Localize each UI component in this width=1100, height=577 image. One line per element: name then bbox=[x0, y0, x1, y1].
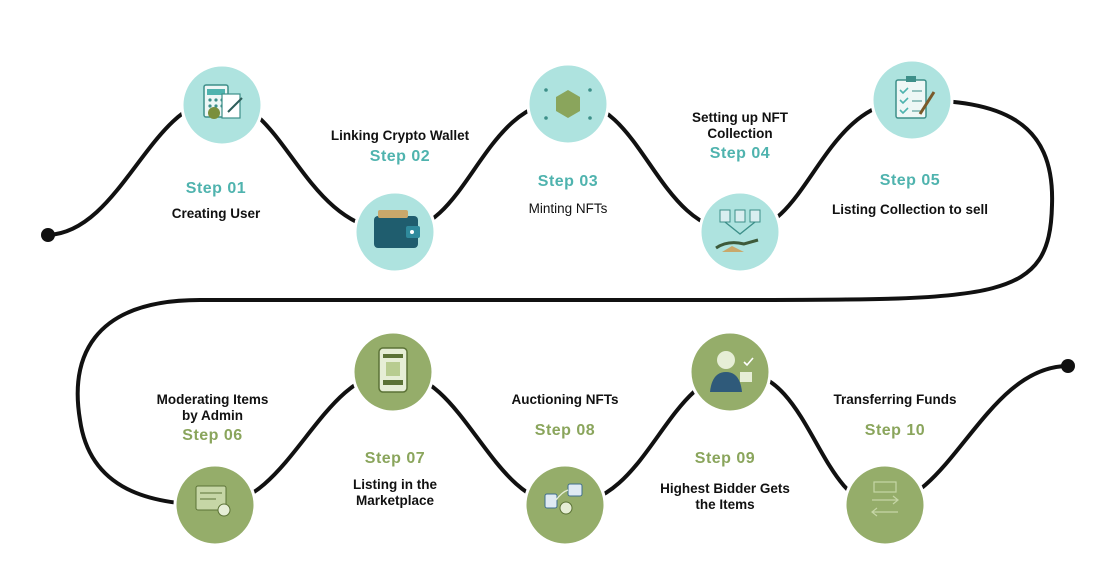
step-04-title-line1: Setting up NFT bbox=[692, 110, 788, 125]
step-04-node bbox=[698, 190, 782, 274]
step-03-label: Step 03 Minting NFTs bbox=[498, 173, 638, 217]
step-05-label: Step 05 Listing Collection to sell bbox=[800, 172, 1020, 218]
step-08-title: Auctioning NFTs bbox=[511, 392, 619, 407]
step-03-node bbox=[526, 62, 610, 146]
step-09-title-line2: the Items bbox=[695, 496, 755, 512]
step-06-number: Step 06 bbox=[182, 427, 243, 445]
step-06-title-line1: Moderating Items bbox=[156, 392, 269, 407]
step-10-label: Transferring Funds Step 10 bbox=[810, 392, 980, 440]
step-06-node bbox=[173, 463, 257, 547]
funds-transfer-icon bbox=[871, 481, 899, 517]
step-02-title: Linking Crypto Wallet bbox=[330, 128, 470, 143]
admin-moderation-icon bbox=[195, 485, 231, 517]
step-07-title-line2: Marketplace bbox=[355, 492, 435, 508]
step-08-label: Auctioning NFTs Step 08 bbox=[490, 392, 640, 440]
step-09-number: Step 09 bbox=[694, 450, 756, 467]
step-07-title-line1: Listing in the bbox=[353, 477, 437, 493]
step-06-title-line2: by Admin bbox=[181, 407, 243, 423]
step-04-title-line2: Collection bbox=[707, 125, 773, 141]
path-end-dot bbox=[1061, 359, 1075, 373]
collection-hand-icon bbox=[715, 209, 761, 252]
step-10-node bbox=[843, 463, 927, 547]
step-10-title: Transferring Funds bbox=[833, 392, 957, 407]
step-09-label: Step 09 Highest Bidder Gets the Items bbox=[640, 450, 810, 512]
step-02-node bbox=[353, 190, 437, 274]
mobile-marketplace-icon bbox=[378, 347, 408, 393]
step-03-number: Step 03 bbox=[537, 173, 599, 190]
step-01-title: Creating User bbox=[171, 206, 261, 222]
wallet-icon bbox=[374, 210, 420, 248]
step-02-number: Step 02 bbox=[369, 147, 431, 165]
step-02-label: Linking Crypto Wallet Step 02 bbox=[300, 128, 500, 166]
process-path bbox=[46, 97, 1070, 508]
step-10-number: Step 10 bbox=[864, 421, 926, 439]
step-08-node bbox=[523, 463, 607, 547]
step-04-number: Step 04 bbox=[709, 145, 771, 163]
step-03-title: Minting NFTs bbox=[528, 201, 608, 217]
step-06-label: Moderating Items by Admin Step 06 bbox=[125, 392, 300, 445]
step-05-number: Step 05 bbox=[879, 172, 941, 189]
step-01-label: Step 01 Creating User bbox=[146, 180, 286, 222]
calculator-document-icon bbox=[203, 84, 243, 119]
step-01-number: Step 01 bbox=[185, 180, 247, 197]
auction-tokens-icon bbox=[544, 483, 583, 515]
step-07-node bbox=[351, 330, 435, 414]
step-07-number: Step 07 bbox=[364, 450, 426, 467]
step-05-node bbox=[870, 58, 954, 142]
step-09-node bbox=[688, 330, 772, 414]
checklist-clipboard-icon bbox=[895, 76, 936, 119]
step-08-number: Step 08 bbox=[534, 421, 596, 439]
step-04-label: Setting up NFT Collection Step 04 bbox=[660, 110, 820, 163]
step-09-title-line1: Highest Bidder Gets bbox=[660, 481, 790, 497]
step-05-title: Listing Collection to sell bbox=[831, 202, 988, 218]
step-07-label: Step 07 Listing in the Marketplace bbox=[320, 450, 470, 508]
step-01-node bbox=[180, 63, 264, 147]
path-start-dot bbox=[41, 228, 55, 242]
hexagon-token-icon bbox=[544, 88, 592, 120]
bidder-person-icon bbox=[710, 351, 754, 392]
